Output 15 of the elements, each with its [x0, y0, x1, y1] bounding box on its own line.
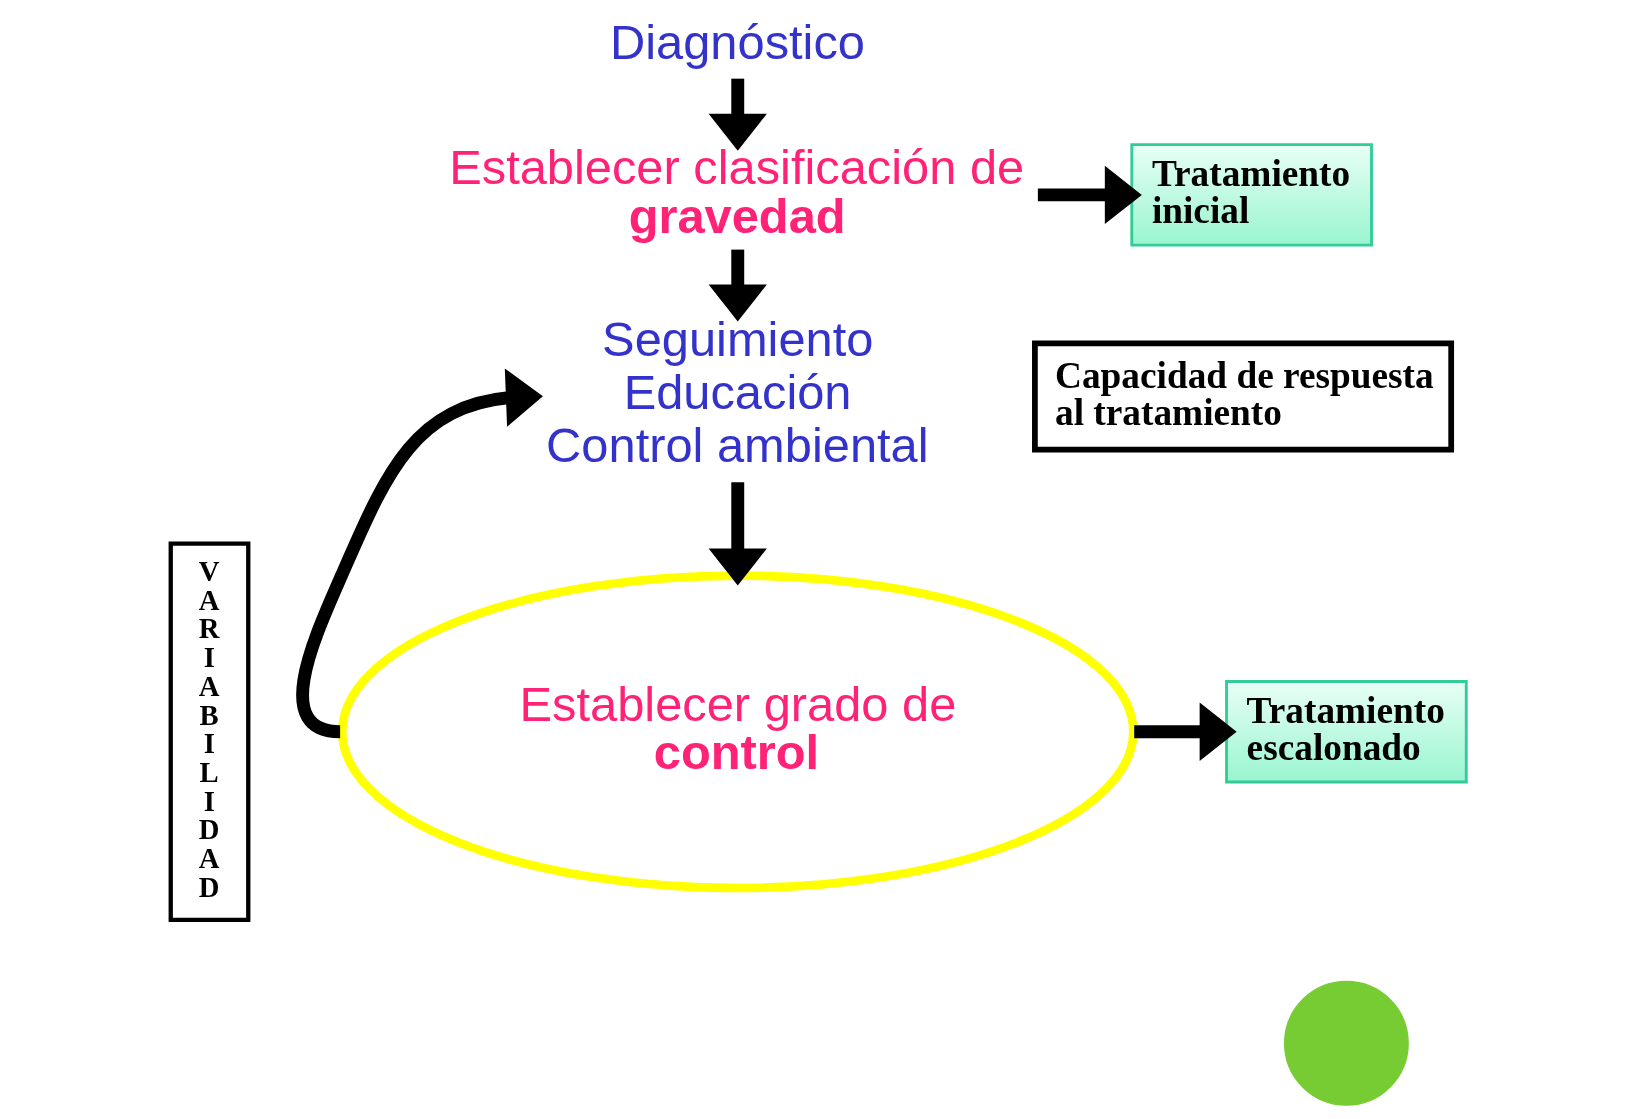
node-text: Establecer clasificación de gravedad	[449, 139, 1025, 243]
arrow	[296, 368, 543, 739]
node-ellipse: Establecer grado de control	[337, 571, 1138, 893]
node-text: Diagnóstico	[610, 14, 865, 69]
arrow	[708, 482, 767, 586]
node-box: VARIABILIDAD	[168, 541, 251, 922]
node-box: Tratamiento escalonado	[1225, 680, 1468, 784]
node-text: Seguimiento Educación Control ambiental	[546, 311, 929, 473]
node-box: Capacidad de respuesta al tratamiento	[1032, 340, 1455, 453]
arrow	[708, 78, 767, 151]
node-circle	[1283, 980, 1409, 1106]
arrow	[708, 249, 767, 322]
node-box: Tratamiento inicial	[1130, 143, 1373, 247]
arrow	[1037, 165, 1142, 224]
arrow	[1134, 702, 1237, 761]
